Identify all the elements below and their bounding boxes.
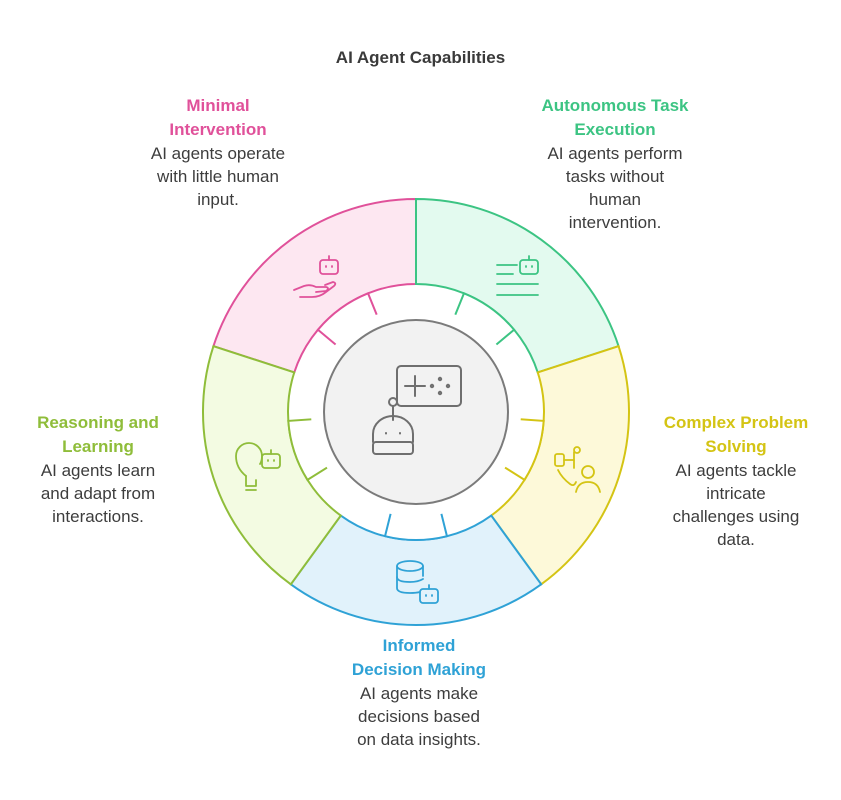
- database-robot-icon: [396, 560, 439, 604]
- reasoning-and-learning-heading: Reasoning and Learning: [37, 413, 159, 456]
- reasoning-and-learning-block: Reasoning and Learning AI agents learn a…: [8, 411, 188, 528]
- minimal-intervention-heading: Minimal Intervention: [169, 96, 267, 139]
- diagram-title: AI Agent Capabilities: [335, 48, 506, 67]
- minimal-intervention-block: Minimal Intervention AI agents operate w…: [123, 94, 313, 211]
- robot-hand-icon: [293, 255, 339, 298]
- complex-problem-solving-block: Complex Problem Solving AI agents tackle…: [636, 411, 836, 551]
- complex-problem-solving-heading: Complex Problem Solving: [663, 413, 809, 456]
- informed-decision-making-block: Informed Decision Making AI agents make …: [319, 634, 519, 751]
- minimal-intervention-description: AI agents operate with little human inpu…: [150, 144, 286, 209]
- robot-list-icon: [496, 255, 539, 296]
- autonomous-task-execution-block: Autonomous Task Execution AI agents perf…: [510, 94, 720, 234]
- autonomous-task-execution-description: AI agents perform tasks without human in…: [547, 144, 683, 232]
- informed-decision-making-heading: Informed Decision Making: [351, 636, 487, 679]
- autonomous-task-execution-heading: Autonomous Task Execution: [541, 96, 689, 139]
- complex-problem-solving-description: AI agents tackle intricate challenges us…: [672, 461, 800, 549]
- informed-decision-making-description: AI agents make decisions based on data i…: [357, 684, 481, 749]
- robot-gamepad-icon: [372, 365, 462, 455]
- problem-solving-person-icon: [554, 446, 601, 493]
- reasoning-and-learning-description: AI agents learn and adapt from interacti…: [40, 461, 156, 526]
- center-hub: [323, 319, 509, 505]
- lightbulb-robot-icon: [235, 442, 281, 491]
